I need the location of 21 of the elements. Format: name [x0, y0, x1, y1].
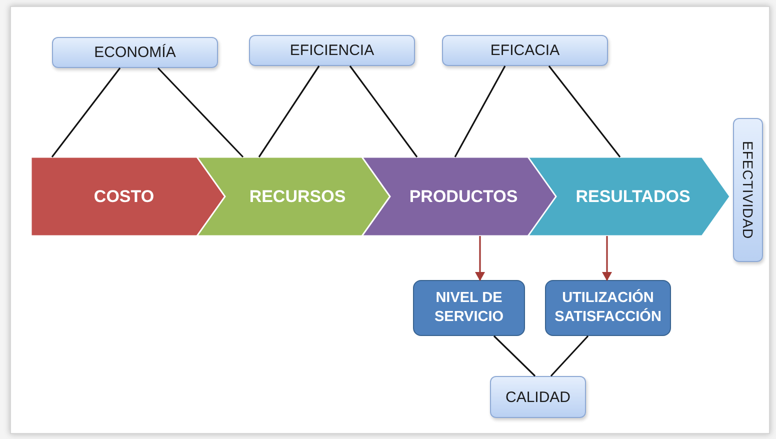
connector-line — [454, 66, 506, 158]
stage-label: RECURSOS — [249, 186, 346, 206]
concept-box: EFICIENCIA — [249, 35, 415, 66]
vertical-label-box: EFECTIVIDAD — [733, 118, 763, 262]
stage-label: RESULTADOS — [576, 186, 690, 206]
connector-line — [550, 335, 589, 377]
connector-line — [548, 66, 621, 158]
stage-label: PRODUCTOS — [409, 186, 518, 206]
connector-line — [349, 66, 418, 158]
connector-line — [51, 68, 121, 158]
concept-box: ECONOMÍA — [52, 37, 218, 68]
connector-line — [258, 66, 320, 158]
result-box: NIVEL DE SERVICIO — [413, 280, 525, 336]
arrow — [602, 236, 612, 281]
stage-label: COSTO — [94, 186, 154, 206]
connector-line — [493, 335, 536, 377]
result-box: UTILIZACIÓN SATISFACCIÓN — [545, 280, 671, 336]
concept-box: CALIDAD — [490, 376, 586, 418]
connector-line — [157, 67, 244, 158]
arrow — [475, 236, 485, 281]
concept-box: EFICACIA — [442, 35, 608, 66]
